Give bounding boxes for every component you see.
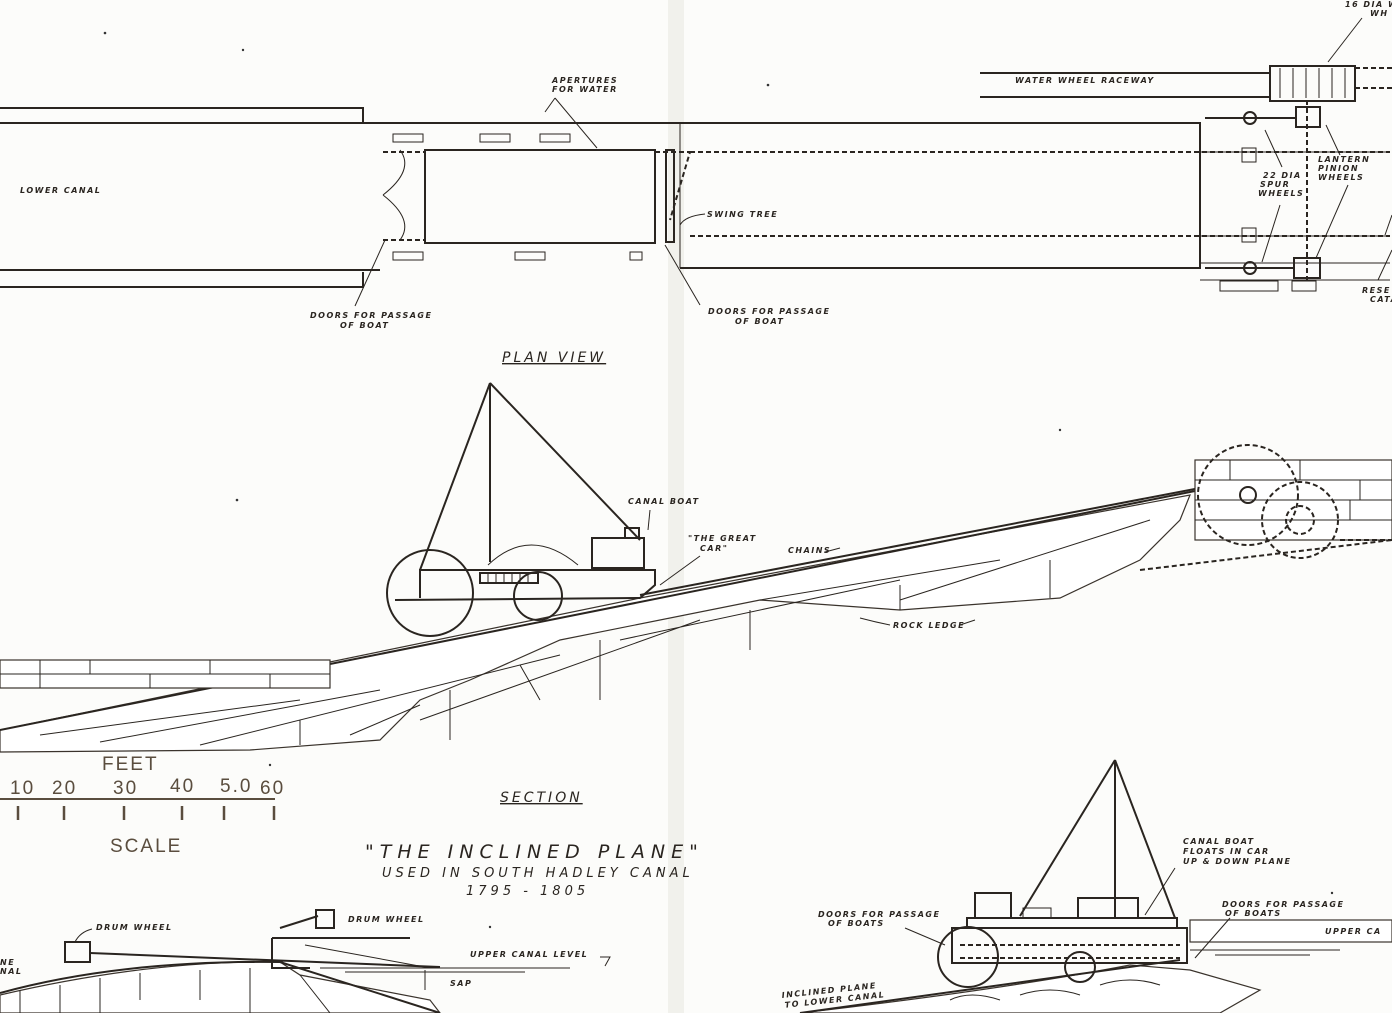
drum-wheel-left (64, 941, 91, 963)
raceway-label: WATER WHEEL RACEWAY (1015, 76, 1155, 85)
boat-hull (966, 917, 1178, 929)
great-car-plan (424, 149, 656, 244)
scan-specks (103, 31, 1334, 929)
scale-tick-label: 10 (10, 778, 35, 799)
scale-tick-label: 30 (113, 778, 138, 799)
scale-tick-label: 40 (170, 776, 195, 797)
boat-cargo (1077, 897, 1139, 919)
scale-tick-label: 60 (260, 778, 285, 799)
chain-lines (690, 151, 1390, 237)
boat-mast (419, 382, 641, 571)
water-wheel-label: 16 DIA WWH (1345, 0, 1392, 18)
chains (639, 487, 1201, 596)
doors-left (382, 149, 406, 241)
scale-tick-label: 5.0 (220, 776, 252, 797)
scale-tick-label: 20 (52, 778, 77, 799)
car-wheel-large (386, 549, 474, 637)
scale-label: SCALE (110, 836, 182, 857)
drawing-years: 1795 - 1805 (466, 884, 589, 899)
upper-canal-level-label: UPPER CANAL LEVEL (470, 950, 588, 959)
cargo-heap (487, 544, 579, 566)
drum-wheel-small (1261, 481, 1339, 559)
water-wheel-raceway (980, 72, 1270, 98)
side-rollers (392, 133, 643, 261)
drum-wheel-right (315, 909, 335, 929)
swing-tree-label: SWING TREE (707, 210, 778, 219)
drawing-title: "THE INCLINED PLANE" (365, 841, 704, 863)
reservoir-label: RESECATA (1362, 286, 1392, 304)
rock-ledge (0, 494, 1191, 753)
sap-label: SAP (450, 979, 472, 988)
rock-ledge-label: ROCK LEDGE (893, 621, 965, 630)
drum-wheel-large (1197, 444, 1299, 546)
drum-wheel-label: DRUM WHEEL (96, 923, 173, 932)
chains-label: CHAINS (788, 546, 831, 555)
plan-view-title: PLAN VIEW (502, 350, 606, 366)
drawing-subtitle: USED IN SOUTH HADLEY CANAL (382, 866, 694, 881)
lower-canal-walls (0, 107, 1201, 288)
boat-cabin (974, 892, 1012, 919)
lower-canal-label: LOWER CANAL (20, 186, 101, 195)
canal-boat-label: CANAL BOAT (628, 497, 700, 506)
spur-wheel-bottom (1243, 261, 1257, 275)
upper-canal-label: UPPER CA (1325, 927, 1382, 936)
incline-rail (0, 489, 1201, 731)
great-car (394, 569, 656, 601)
spur-wheel-top (1243, 111, 1257, 125)
swing-tree (665, 149, 675, 243)
upper-canal-wall (1189, 919, 1392, 943)
drum-wheel-label: DRUM WHEEL (348, 915, 425, 924)
scale-units: FEET (102, 754, 159, 775)
boat-cabin (591, 537, 645, 569)
lantern-pinion-top (1295, 106, 1321, 128)
scale-bar: FEET 10 20 30 40 5.0 60 SCALE (0, 754, 285, 857)
water-wheel (1269, 65, 1356, 102)
boat-mast (1019, 759, 1176, 919)
car-wheel-small (1064, 951, 1096, 983)
title-block: "THE INCLINED PLANE" USED IN SOUTH HADLE… (365, 841, 704, 899)
section-title: SECTION (500, 790, 583, 806)
